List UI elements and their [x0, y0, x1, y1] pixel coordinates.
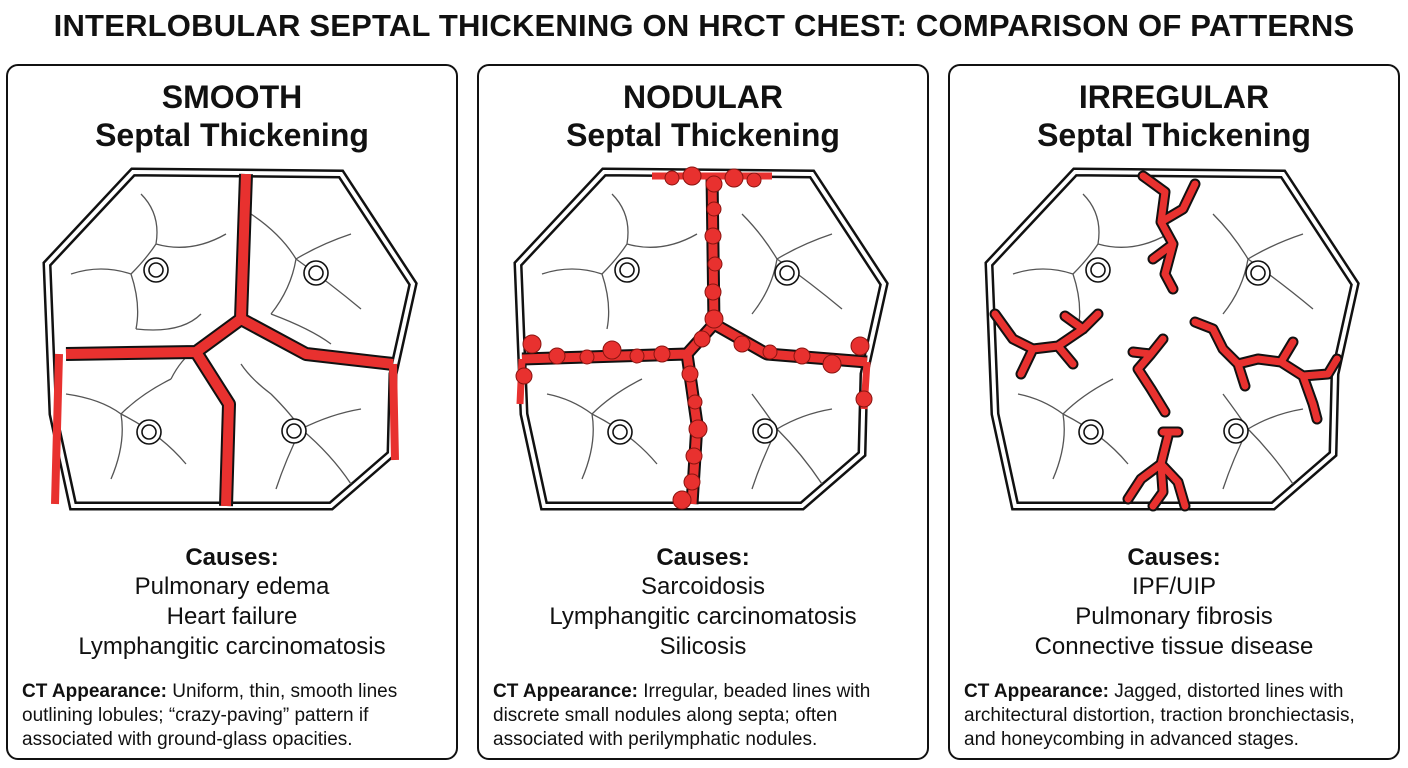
cause-item: Silicosis	[659, 633, 747, 660]
cause-item: Pulmonary fibrosis	[1075, 603, 1273, 630]
nodular-septal-diagram	[513, 166, 889, 511]
bronchovascular-bundles	[136, 257, 329, 445]
ct-appearance: CT Appearance: Irregular, beaded lines w…	[493, 680, 919, 752]
lung-outline	[984, 167, 1360, 511]
panel-subtitle: Septal Thickening	[1037, 117, 1311, 153]
ct-appearance-label: CT Appearance:	[22, 681, 167, 702]
irregular-septal-diagram	[984, 167, 1360, 512]
septal-nodules	[515, 166, 873, 510]
ct-appearance-label: CT Appearance:	[493, 681, 638, 702]
ct-appearance: CT Appearance: Uniform, thin, smooth lin…	[22, 680, 448, 752]
causes-heading: Causes:	[1127, 544, 1221, 571]
panel-smooth: SMOOTH Septal Thickening Causes: Pulmona…	[6, 64, 458, 760]
panel-nodular: NODULAR Septal Thickening	[477, 64, 929, 760]
ct-appearance-text: Uniform, thin, smooth lines outlining lo…	[22, 681, 398, 750]
thickened-septa-irregular	[989, 170, 1343, 512]
panel-subtitle: Septal Thickening	[95, 117, 369, 153]
bronchovascular-bundles	[1078, 257, 1271, 445]
panel-title: NODULAR	[623, 79, 783, 115]
panel-title: IRREGULAR	[1078, 79, 1270, 115]
main-title: INTERLOBULAR SEPTAL THICKENING ON HRCT C…	[53, 8, 1355, 43]
ct-appearance: CT Appearance: Jagged, distorted lines w…	[964, 680, 1390, 752]
cause-item: Heart failure	[166, 603, 298, 630]
panel-title: SMOOTH	[161, 79, 303, 115]
lung-outline	[42, 167, 418, 511]
cause-item: IPF/UIP	[1131, 573, 1216, 600]
thickened-septa-smooth	[51, 173, 399, 507]
lobule-network	[541, 193, 843, 490]
cause-item: Lymphangitic carcinomatosis	[78, 633, 386, 660]
panel-irregular: IRREGULAR Septal Thickening	[948, 64, 1400, 760]
bronchovascular-bundles	[607, 257, 800, 445]
cause-item: Connective tissue disease	[1034, 633, 1314, 660]
cause-item: Lymphangitic carcinomatosis	[549, 603, 857, 630]
ct-appearance-text: Jagged, distorted lines with architectur…	[964, 681, 1355, 750]
causes-heading: Causes:	[656, 544, 750, 571]
causes-heading: Causes:	[185, 544, 279, 571]
panel-subtitle: Septal Thickening	[566, 117, 840, 153]
cause-item: Sarcoidosis	[640, 573, 766, 600]
ct-appearance-label: CT Appearance:	[964, 681, 1109, 702]
smooth-septal-diagram	[42, 167, 418, 511]
cause-item: Pulmonary edema	[134, 573, 330, 600]
ct-appearance-text: Irregular, beaded lines with discrete sm…	[493, 681, 871, 750]
